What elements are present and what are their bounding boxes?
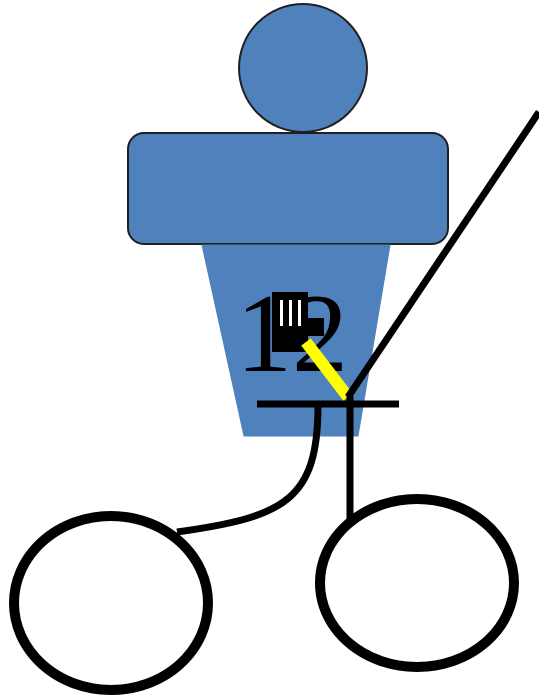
left-wheel — [14, 516, 208, 690]
right-wheel — [320, 499, 514, 667]
head-circle — [239, 4, 367, 132]
shoulders-block — [128, 133, 448, 244]
